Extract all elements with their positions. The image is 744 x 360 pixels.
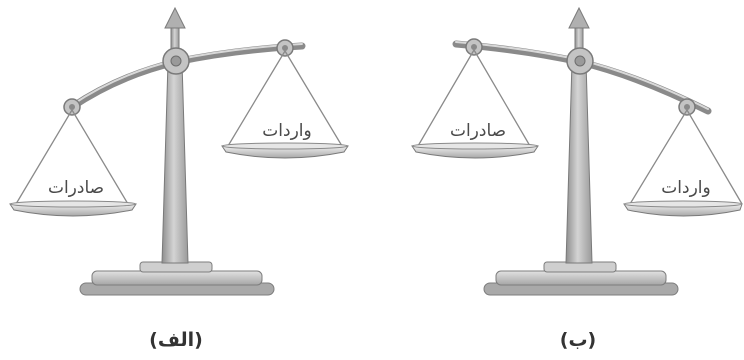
scale-a-left-pan bbox=[9, 109, 137, 217]
scale-a-arrow-top bbox=[164, 6, 186, 65]
scale-a-right-pivot bbox=[276, 39, 294, 57]
scale-b-center-pivot bbox=[566, 47, 594, 75]
scale-a: صادرات واردات (الف) bbox=[9, 6, 349, 351]
scale-a-center-pivot bbox=[162, 47, 190, 75]
scale-a-post bbox=[161, 61, 189, 264]
scale-a-right-pan bbox=[221, 50, 349, 159]
scale-b-right-pivot bbox=[678, 98, 696, 116]
scale-b-right-pan-label: واردات bbox=[661, 178, 710, 198]
scale-b-caption: (ب) bbox=[560, 329, 596, 351]
scale-a-right-pan-label: واردات bbox=[262, 121, 311, 141]
scale-b-arrow-top bbox=[568, 6, 590, 65]
scale-b-right-pan bbox=[623, 109, 743, 217]
scale-b-left-pan-label: صادرات bbox=[450, 121, 506, 141]
scale-b-base bbox=[483, 261, 679, 296]
scale-a-left-pan-label: صادرات bbox=[48, 178, 104, 198]
scale-b-left-pivot bbox=[465, 38, 483, 56]
scale-b-left-pan bbox=[411, 49, 539, 159]
scale-a-left-pivot bbox=[63, 98, 81, 116]
scale-b-post bbox=[565, 61, 593, 264]
scale-a-caption: (الف) bbox=[149, 329, 203, 351]
scale-a-base bbox=[79, 261, 275, 296]
scale-b: صادرات واردات (ب) bbox=[411, 6, 743, 351]
